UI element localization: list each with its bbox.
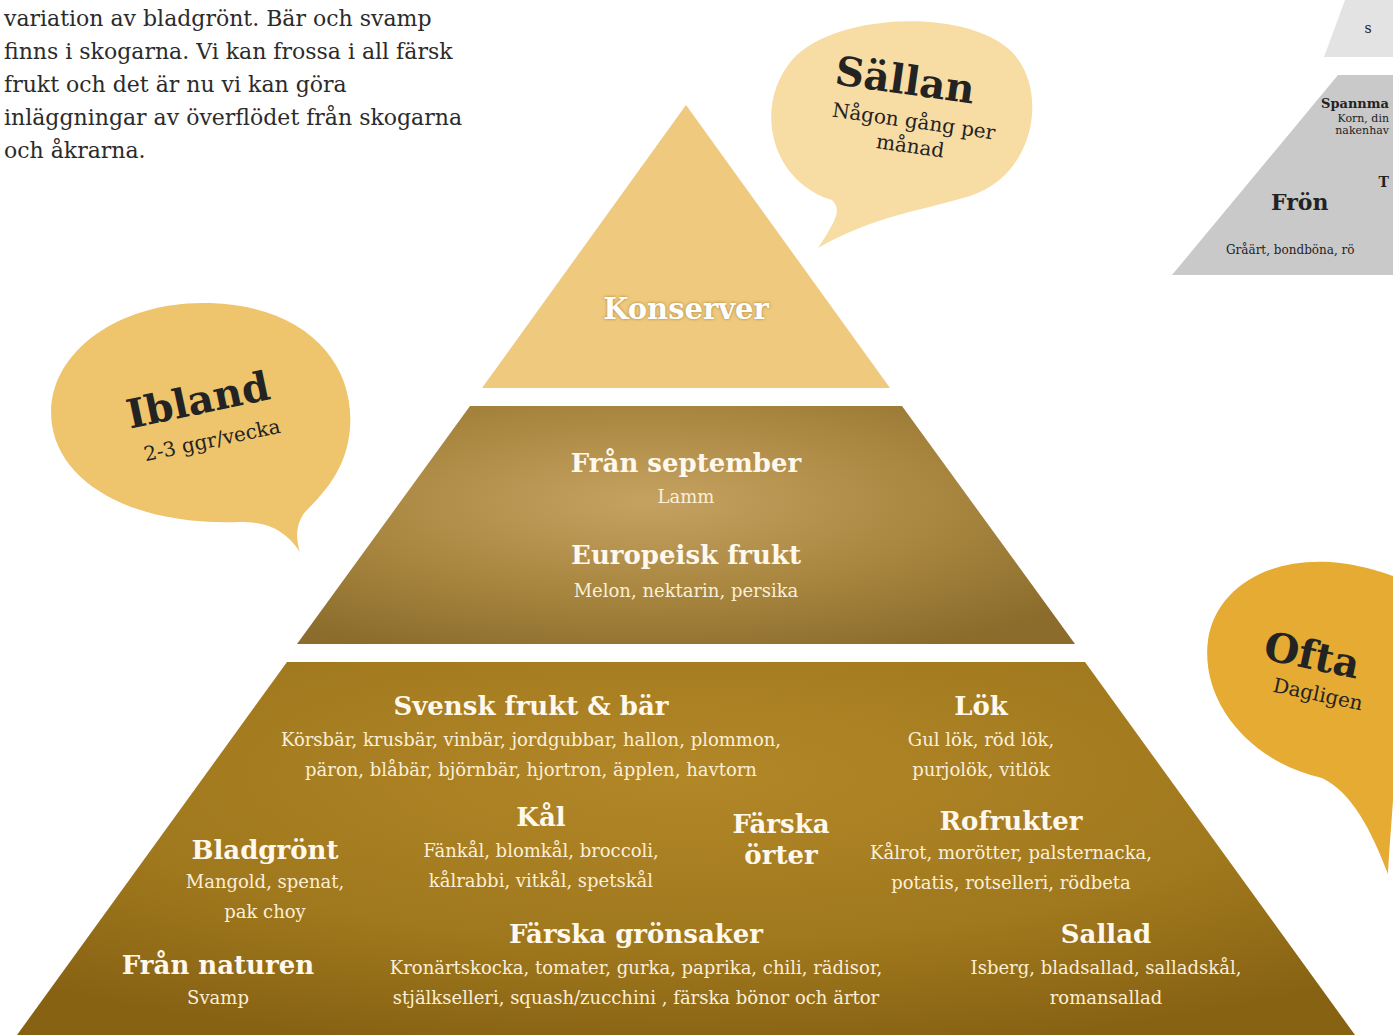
shape-fill [17,662,1355,1035]
shape-fill [1172,75,1393,275]
group-heading: Kål [516,802,565,833]
food-list: Korn, din [1337,112,1389,125]
pyramid-middle: Från septemberLammEuropeisk fruktMelon, … [296,404,1078,646]
food-list: Kålrot, morötter, palsternacka, potatis,… [856,838,1166,897]
food-list: Gul lök, röd lök, purjolök, vitlök [891,725,1071,784]
group-heading: Frön [1271,189,1329,215]
speech-bubble: OftaDagligen [1195,555,1393,880]
group-heading: Europeisk frukt [571,540,801,571]
group-heading: Rofrukter [940,806,1083,837]
group-heading: Färska örter [719,809,844,870]
food-list: Svamp [187,987,249,1009]
shape-outline [296,404,1078,646]
shape-fill [482,105,890,388]
shape-outline [40,295,360,557]
shape-outline [1195,555,1393,880]
fragment-text: s [1364,20,1371,37]
food-list: Kronärtskocka, tomater, gurka, paprika, … [364,953,909,1012]
shape-fill [1324,0,1393,57]
intro-paragraph: variation av bladgrönt. Bär och svamp fi… [4,2,484,167]
pyramid-base: Svensk frukt & bärKörsbär, krusbär, vinb… [15,660,1358,1035]
group-heading: Lök [954,691,1008,722]
bubble-fill [1207,562,1393,874]
group-heading: Färska grönsaker [509,919,763,950]
shape-fill [297,406,1075,644]
speech-bubble: Ibland2-3 ggr/vecka [40,295,360,557]
food-list: Mangold, spenat, pak choy [180,867,350,926]
speech-bubble: SällanNågon gång per månad [745,5,1055,255]
food-list: Körsbär, krusbär, vinbär, jordgubbar, ha… [269,725,794,784]
shape-outline [1320,0,1393,60]
group-heading: Sallad [1061,919,1151,950]
group-heading: Från september [571,448,801,479]
food-list: nakenhav [1335,124,1389,137]
food-list: Melon, nektarin, persika [574,580,799,602]
food-list: Gråärt, bondböna, rö [1226,243,1355,257]
food-list: Lamm [658,486,715,508]
group-heading: Bladgrönt [191,835,338,866]
bubble-fill [51,303,350,552]
group-heading: Från naturen [122,950,314,981]
group-heading: Konserver [603,292,769,327]
food-list: Fänkål, blomkål, broccoli, kålrabbi, vit… [406,836,676,895]
bubble-fill [771,21,1032,248]
pyramid-band-grey: SpannmaKorn, dinnakenhavT FrönGråärt, bon… [1170,75,1393,275]
group-heading: Spannma [1321,96,1389,112]
group-heading: T [1379,174,1389,191]
food-list: Isberg, bladsallad, salladskål, romansal… [956,953,1256,1012]
pyramid-tip-grey: s [1320,0,1393,60]
group-heading: Svensk frukt & bär [393,691,668,722]
